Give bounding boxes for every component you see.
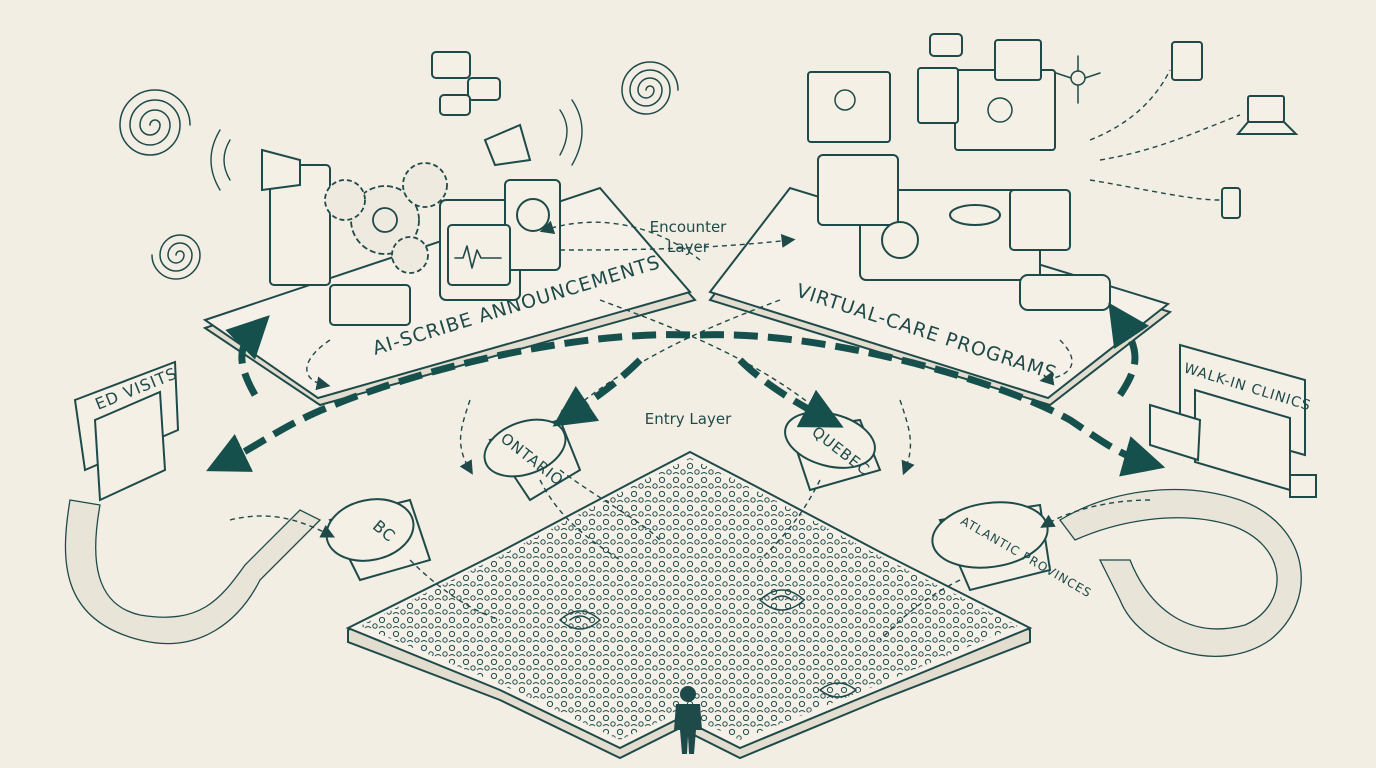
monitor-icon — [1171, 41, 1203, 81]
layer-label-encounter-line1: Encounter — [650, 218, 728, 236]
virtual-care-machine — [807, 33, 1299, 311]
speech-bubble-icon — [929, 33, 1042, 81]
person-silhouette-icon — [674, 686, 702, 754]
monitor-icon — [807, 67, 1056, 151]
megaphone-icon — [261, 123, 532, 192]
gate-ed-visits: ED VISITS — [64, 360, 322, 645]
speech-bubble-icon — [431, 51, 501, 116]
network-icon — [1055, 55, 1101, 104]
phone-icon — [1221, 187, 1241, 219]
flow-arrows-bold — [206, 302, 1166, 477]
pipe-ontario: ONTARIO — [483, 418, 661, 561]
layer-label-entry: Entry Layer — [645, 410, 732, 428]
gear-icon — [324, 162, 448, 274]
central-crowd-platform — [345, 450, 1033, 760]
spiral-icon — [119, 61, 679, 280]
gate-walk-in-clinics: WALK-IN CLINICS — [1059, 343, 1317, 657]
layer-label-encounter-line2: Layer — [667, 238, 710, 256]
pipe-bc: BC — [325, 498, 501, 621]
laptop-icon — [1235, 95, 1299, 135]
ai-scribe-machine — [210, 51, 583, 326]
